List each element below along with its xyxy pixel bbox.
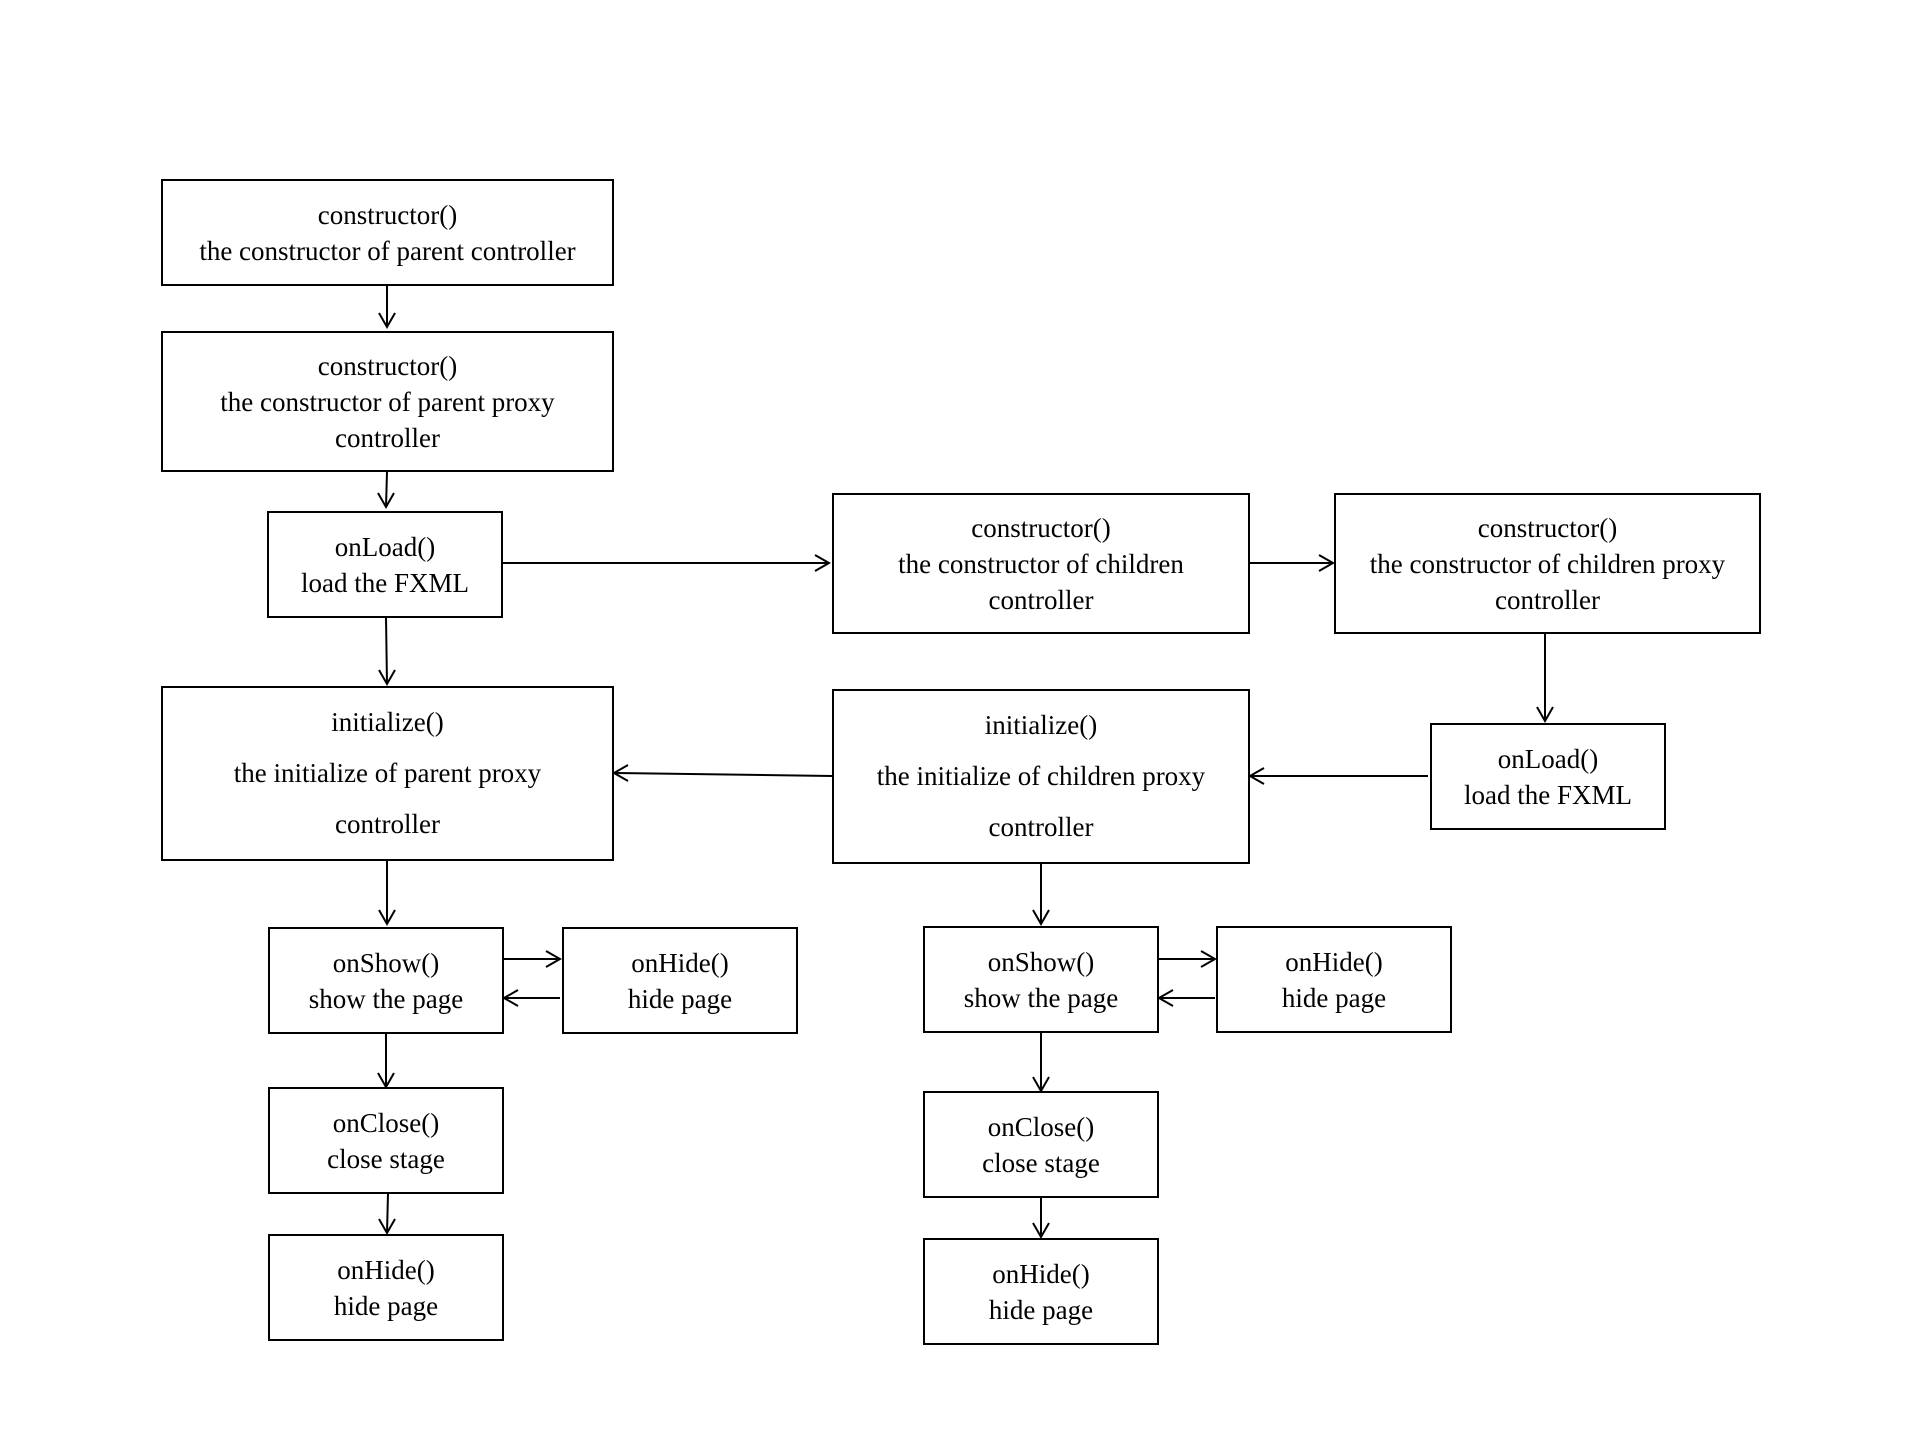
arrow-children-initialize-to-children-onshow bbox=[1032, 863, 1050, 927]
node-children-proxy-constructor-desc-cont: controller bbox=[1495, 584, 1600, 615]
arrow-children-constructor-to-children-proxy-constructor bbox=[1248, 554, 1336, 572]
node-children-proxy-constructor-desc: the constructor of children proxy bbox=[1369, 548, 1726, 579]
node-parent-initialize: initialize() the initialize of parent pr… bbox=[161, 686, 614, 861]
node-children-onhide-side-title: onHide() bbox=[1285, 946, 1383, 977]
node-children-onhide-side-desc: hide page bbox=[1281, 982, 1387, 1013]
node-children-initialize-desc: the initialize of children proxy bbox=[876, 761, 1206, 791]
node-parent-initialize-desc-cont: controller bbox=[335, 809, 440, 839]
node-children-onload-title: onLoad() bbox=[1497, 743, 1599, 774]
node-parent-onclose-desc: close stage bbox=[327, 1143, 445, 1174]
arrow-children-onshow-to-children-onhide-side bbox=[1157, 950, 1218, 968]
node-parent-onload-title: onLoad() bbox=[334, 531, 436, 562]
node-children-onhide-side: onHide() hide page bbox=[1216, 926, 1452, 1033]
node-children-initialize-title: initialize() bbox=[984, 710, 1098, 740]
arrow-parent-onshow-to-parent-onclose bbox=[377, 1034, 395, 1090]
node-parent-constructor: constructor() the constructor of parent … bbox=[161, 179, 614, 286]
arrow-parent-onhide-side-to-parent-onshow bbox=[501, 989, 560, 1007]
arrow-parent-onload-to-children-constructor bbox=[502, 554, 832, 572]
node-parent-onshow-desc: show the page bbox=[308, 983, 464, 1014]
node-parent-onhide-side-title: onHide() bbox=[631, 947, 729, 978]
arrow-children-onhide-side-to-children-onshow bbox=[1156, 989, 1215, 1007]
node-parent-onhide-title: onHide() bbox=[337, 1254, 435, 1285]
node-parent-proxy-constructor-title: constructor() bbox=[317, 350, 458, 381]
node-children-constructor-desc: the constructor of children bbox=[898, 548, 1184, 579]
node-parent-onclose-title: onClose() bbox=[332, 1107, 440, 1138]
arrow-parent-onload-to-parent-initialize bbox=[378, 616, 396, 687]
arrow-children-onshow-to-children-onclose bbox=[1032, 1033, 1050, 1094]
node-children-proxy-constructor: constructor() the constructor of childre… bbox=[1334, 493, 1761, 634]
arrow-parent-proxy-constructor-to-parent-onload bbox=[377, 471, 395, 510]
arrow-parent-onshow-to-parent-onhide-side bbox=[502, 950, 563, 968]
node-children-onshow-desc: show the page bbox=[963, 982, 1119, 1013]
node-children-onhide: onHide() hide page bbox=[923, 1238, 1159, 1345]
node-parent-onshow: onShow() show the page bbox=[268, 927, 504, 1034]
node-parent-onhide-desc: hide page bbox=[333, 1290, 439, 1321]
node-children-onload-desc: load the FXML bbox=[1464, 779, 1632, 810]
node-parent-onload: onLoad() load the FXML bbox=[267, 511, 503, 618]
arrow-parent-onclose-to-parent-onhide bbox=[378, 1192, 396, 1236]
node-children-initialize-desc-cont: controller bbox=[988, 812, 1094, 842]
arrow-children-initialize-to-parent-initialize bbox=[611, 764, 833, 782]
node-children-onload: onLoad() load the FXML bbox=[1430, 723, 1666, 830]
node-parent-initialize-title: initialize() bbox=[331, 707, 444, 737]
node-children-onhide-desc: hide page bbox=[988, 1294, 1094, 1325]
node-parent-onload-desc: load the FXML bbox=[301, 567, 469, 598]
arrow-children-onclose-to-children-onhide bbox=[1032, 1197, 1050, 1240]
node-children-initialize: initialize() the initialize of children … bbox=[832, 689, 1250, 864]
node-parent-onclose: onClose() close stage bbox=[268, 1087, 504, 1194]
node-children-constructor: constructor() the constructor of childre… bbox=[832, 493, 1250, 634]
node-parent-onhide-side: onHide() hide page bbox=[562, 927, 798, 1034]
node-children-onshow: onShow() show the page bbox=[923, 926, 1159, 1033]
node-children-constructor-title: constructor() bbox=[971, 512, 1111, 543]
node-parent-constructor-desc: the constructor of parent controller bbox=[199, 235, 576, 266]
node-parent-initialize-desc: the initialize of parent proxy bbox=[233, 758, 542, 788]
node-children-onshow-title: onShow() bbox=[987, 946, 1095, 977]
arrow-children-proxy-constructor-to-children-onload bbox=[1536, 634, 1554, 724]
node-parent-proxy-constructor-desc-cont: controller bbox=[335, 422, 440, 453]
arrow-parent-constructor-to-parent-proxy-constructor bbox=[378, 285, 396, 330]
node-parent-onhide: onHide() hide page bbox=[268, 1234, 504, 1341]
node-children-onhide-title: onHide() bbox=[992, 1258, 1090, 1289]
node-parent-constructor-title: constructor() bbox=[317, 199, 458, 230]
node-parent-onshow-title: onShow() bbox=[332, 947, 440, 978]
arrow-children-onload-to-children-initialize bbox=[1247, 767, 1428, 785]
node-children-onclose: onClose() close stage bbox=[923, 1091, 1159, 1198]
arrow-parent-initialize-to-parent-onshow bbox=[378, 860, 396, 927]
node-children-onclose-desc: close stage bbox=[982, 1147, 1100, 1178]
node-children-proxy-constructor-title: constructor() bbox=[1477, 512, 1618, 543]
node-parent-proxy-constructor-desc: the constructor of parent proxy bbox=[220, 386, 555, 417]
node-children-onclose-title: onClose() bbox=[987, 1111, 1095, 1142]
node-children-constructor-desc-cont: controller bbox=[988, 584, 1094, 615]
node-parent-onhide-side-desc: hide page bbox=[627, 983, 733, 1014]
node-parent-proxy-constructor: constructor() the constructor of parent … bbox=[161, 331, 614, 472]
